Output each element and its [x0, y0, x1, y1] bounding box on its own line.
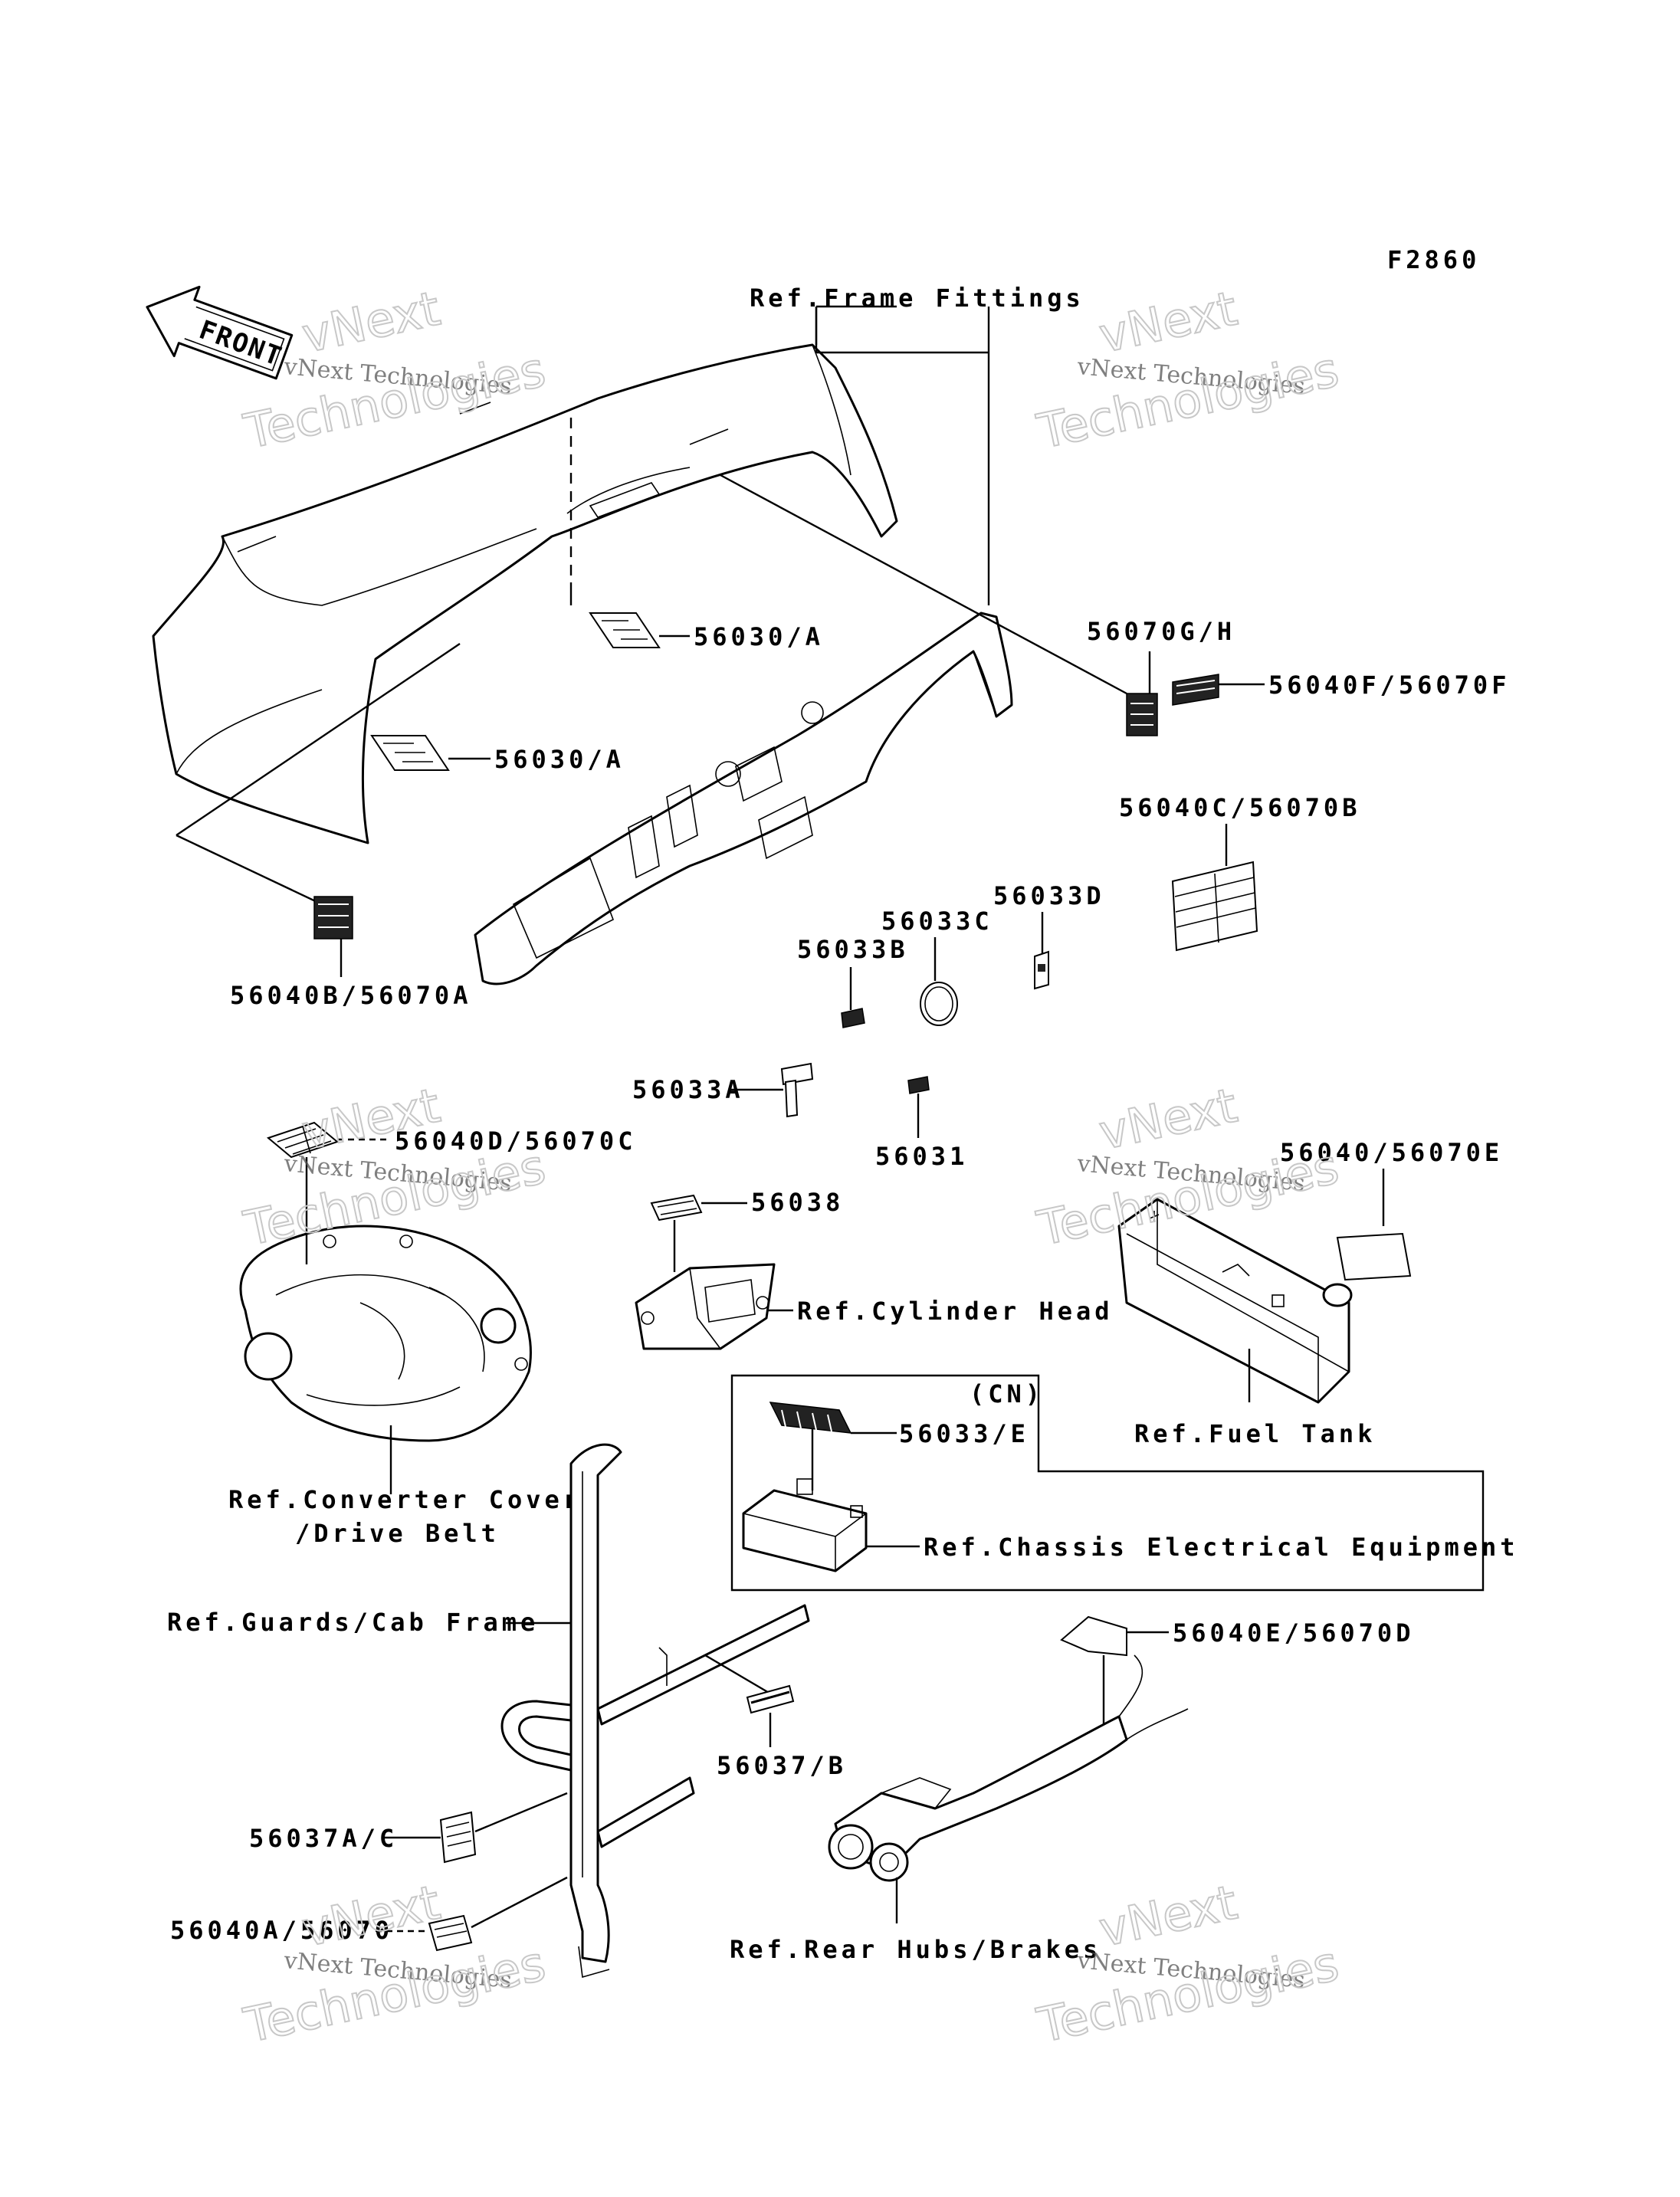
callout-chassis-electrical: Ref.Chassis Electrical Equipment: [924, 1533, 1519, 1562]
callout-guards-cab: Ref.Guards/Cab Frame: [167, 1608, 539, 1637]
callout-56040-e: 56040/56070E: [1280, 1138, 1503, 1167]
callout-56037b: 56037/B: [717, 1751, 847, 1780]
callout-56040a: 56040A/56070: [170, 1916, 393, 1945]
decal-56040c: [1171, 861, 1258, 952]
callout-56070gh: 56070G/H: [1087, 617, 1235, 646]
callout-56033e: 56033/E: [899, 1419, 1029, 1448]
decal-56070gh: [1126, 693, 1158, 736]
decal-56040d: [266, 1121, 340, 1159]
watermark-mid-left: vNext vNext Technologies Technologies: [238, 1077, 551, 1258]
decal-56030a-top: [589, 612, 661, 648]
callout-56033b: 56033B: [797, 935, 909, 964]
callout-56030a-top: 56030/A: [694, 622, 824, 651]
cab-frame-part: [500, 1443, 810, 1979]
decal-56033c: [920, 982, 958, 1026]
decal-56040a: [428, 1914, 473, 1952]
callout-56040c: 56040C/56070B: [1119, 793, 1360, 822]
decal-56031: [907, 1076, 930, 1094]
cn-tag: (CN): [970, 1379, 1044, 1408]
front-arrow-icon: FRONT: [146, 285, 294, 380]
fuel-tank-part: [1117, 1198, 1353, 1404]
callout-56040f: 56040F/56070F: [1268, 671, 1510, 700]
svg-text:vNext: vNext: [297, 280, 445, 364]
callout-56038: 56038: [751, 1188, 844, 1217]
decal-56040e: [1060, 1615, 1127, 1657]
decal-56033a: [780, 1062, 814, 1118]
svg-text:vNext: vNext: [1094, 1874, 1242, 1958]
callout-56033c: 56033C: [881, 907, 993, 936]
decal-56040-e: [1336, 1232, 1412, 1281]
decal-56037b: [746, 1684, 795, 1714]
callout-fuel-tank: Ref.Fuel Tank: [1134, 1419, 1376, 1448]
decal-56033e: [769, 1402, 852, 1434]
decal-56033b: [841, 1008, 865, 1028]
decal-56033d: [1034, 950, 1049, 990]
svg-text:vNext: vNext: [297, 1874, 445, 1958]
callout-frame-fittings: Ref.Frame Fittings: [750, 284, 1084, 313]
converter-cover-part: [239, 1225, 532, 1442]
rear-axle-part: [828, 1654, 1189, 1882]
decal-56040b: [313, 896, 353, 939]
watermark-bottom-right: vNext vNext Technologies Technologies: [1032, 1874, 1344, 2054]
callout-56033a: 56033A: [632, 1075, 744, 1104]
callout-56033d: 56033D: [993, 881, 1105, 910]
svg-text:vNext: vNext: [1094, 1077, 1242, 1161]
callout-56040e: 56040E/56070D: [1173, 1618, 1414, 1648]
decal-56030a-bottom: [370, 735, 450, 771]
callout-rear-hubs: Ref.Rear Hubs/Brakes: [730, 1935, 1101, 1964]
watermark-top-left: vNext vNext Technologies Technologies: [238, 280, 551, 461]
callout-56030a-bottom: 56030/A: [494, 745, 625, 774]
cylinder-head-part: [635, 1263, 776, 1350]
callout-56040d: 56040D/56070C: [395, 1126, 636, 1156]
cn-region-box: [730, 1374, 1485, 1592]
callout-56037ac: 56037A/C: [249, 1824, 398, 1853]
callout-cylinder-head: Ref.Cylinder Head: [797, 1297, 1114, 1326]
dash-panel-part: [474, 612, 1013, 985]
svg-text:vNext: vNext: [1094, 280, 1242, 364]
callout-56040b: 56040B/56070A: [230, 981, 471, 1010]
decal-56040f: [1172, 674, 1219, 706]
cargo-bed-part: [152, 343, 898, 844]
decal-56037ac: [439, 1811, 477, 1864]
callout-56031: 56031: [875, 1142, 968, 1171]
figure-code: F2860: [1387, 245, 1480, 274]
decal-56038: [650, 1194, 703, 1221]
callout-converter-cover-2: /Drive Belt: [295, 1519, 500, 1548]
watermark-bottom-left: vNext vNext Technologies Technologies: [238, 1874, 551, 2054]
electrical-box-part: [742, 1478, 868, 1572]
callout-converter-cover-1: Ref.Converter Cover: [228, 1485, 582, 1514]
